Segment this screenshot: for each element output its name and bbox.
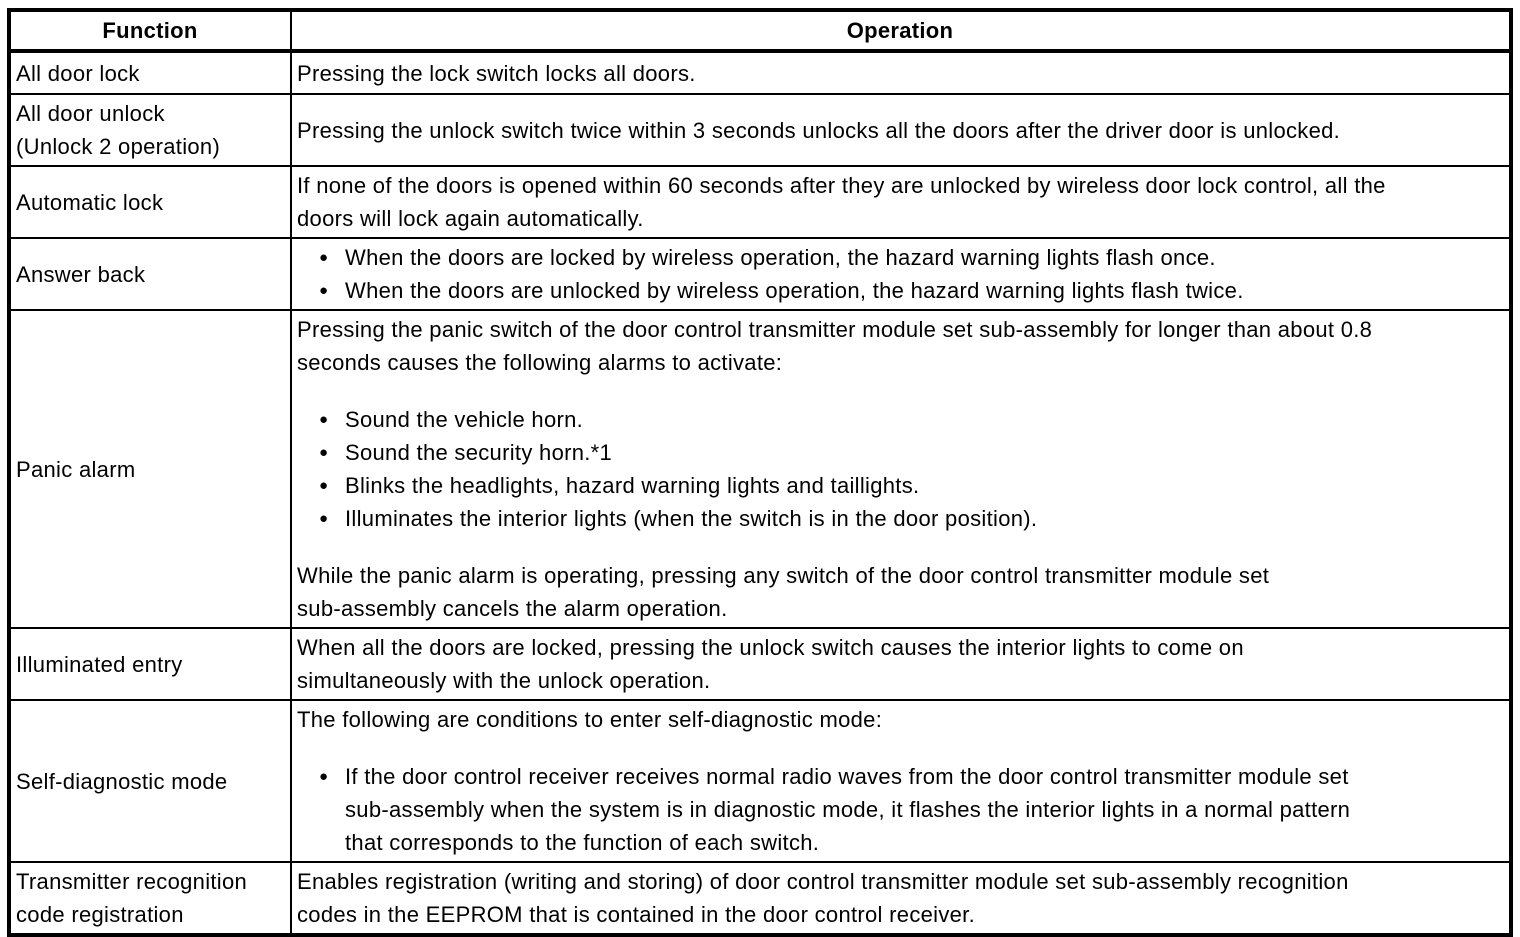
table-row: All door lock Pressing the lock switch lo… — [7, 50, 1513, 95]
text-line: Sound the vehicle horn. — [345, 407, 584, 432]
function-label: All door unlock — [16, 101, 165, 126]
function-cell: Transmitter recognition code registration — [7, 861, 292, 936]
table-row: Automatic lock If none of the doors is op… — [7, 165, 1513, 239]
function-label: Illuminated entry — [16, 651, 183, 677]
text-line: sub-assembly when the system is in diagn… — [345, 797, 1351, 822]
text-line: Illuminates the interior lights (when th… — [345, 506, 1038, 531]
function-label: Answer back — [16, 261, 146, 287]
function-cell: All door lock — [7, 50, 292, 95]
text-line: codes in the EEPROM that is contained in… — [297, 902, 976, 927]
text-line: When all the doors are locked, pressing … — [297, 635, 1244, 660]
bullet-item: ● Sound the vehicle horn. — [297, 403, 1503, 436]
function-cell: Self-diagnostic mode — [7, 699, 292, 863]
text-line: If the door control receiver receives no… — [345, 764, 1349, 789]
text-line: Pressing the panic switch of the door co… — [297, 317, 1373, 342]
text-line: sub-assembly cancels the alarm operation… — [297, 596, 728, 621]
function-cell: Illuminated entry — [7, 627, 292, 701]
function-cell: Automatic lock — [7, 165, 292, 239]
bullet-icon: ● — [319, 477, 329, 494]
bullet-icon: ● — [319, 411, 329, 428]
operation-cell: If none of the doors is opened within 60… — [290, 165, 1513, 239]
text-line: Sound the security horn.*1 — [345, 440, 613, 465]
bullet-list: ● Sound the vehicle horn. ● Sound the secur… — [297, 403, 1503, 535]
table-row: All door unlock (Unlock 2 operation) Press… — [7, 93, 1513, 167]
bullet-icon: ● — [319, 444, 329, 461]
bullet-icon: ● — [319, 249, 329, 266]
table-body: All door lock Pressing the lock switch lo… — [7, 50, 1513, 936]
function-cell: All door unlock (Unlock 2 operation) — [7, 93, 292, 167]
bullet-icon: ● — [319, 768, 329, 785]
bullet-item: ● When the doors are unlocked by wireless… — [297, 274, 1503, 307]
text-line: that corresponds to the function of each… — [345, 830, 820, 855]
function-label: (Unlock 2 operation) — [16, 134, 221, 159]
text-line: Pressing the unlock switch twice within … — [297, 117, 1341, 143]
bullet-item: ● Sound the security horn.*1 — [297, 436, 1503, 469]
text-line: simultaneously with the unlock operation… — [297, 668, 711, 693]
operation-cell: The following are conditions to enter se… — [290, 699, 1513, 863]
table-row: Transmitter recognition code registration… — [7, 861, 1513, 936]
bullet-item: ● Blinks the headlights, hazard warning l… — [297, 469, 1503, 502]
text-line: seconds causes the following alarms to a… — [297, 350, 783, 375]
table-row: Illuminated entry When all the doors are … — [7, 627, 1513, 701]
paragraph: Pressing the lock switch locks all doors… — [297, 57, 1503, 90]
paragraph: If none of the doors is opened within 60… — [297, 169, 1503, 235]
text-line: Blinks the headlights, hazard warning li… — [345, 473, 920, 498]
paragraph: Pressing the panic switch of the door co… — [297, 313, 1503, 379]
bullet-icon: ● — [319, 282, 329, 299]
bullet-list: ● If the door control receiver receives n… — [297, 760, 1503, 859]
function-cell: Panic alarm — [7, 309, 292, 629]
bullet-item: ● If the door control receiver receives n… — [297, 760, 1503, 859]
function-label: Panic alarm — [16, 456, 136, 482]
paragraph: The following are conditions to enter se… — [297, 703, 1503, 736]
bullet-icon: ● — [319, 510, 329, 527]
table-row: Self-diagnostic mode The following are co… — [7, 699, 1513, 863]
bullet-item: ● When the doors are locked by wireless o… — [297, 241, 1503, 274]
operation-column-header: Operation — [290, 9, 1513, 53]
function-cell: Answer back — [7, 237, 292, 311]
text-line: Enables registration (writing and storin… — [297, 869, 1349, 894]
text-line: When the doors are locked by wireless op… — [345, 245, 1216, 270]
function-label: Automatic lock — [16, 189, 164, 215]
table-row: Panic alarm Pressing the panic switch of … — [7, 309, 1513, 629]
paragraph: When all the doors are locked, pressing … — [297, 631, 1503, 697]
operation-cell: Pressing the panic switch of the door co… — [290, 309, 1513, 629]
paragraph: While the panic alarm is operating, pres… — [297, 559, 1503, 625]
function-label: All door lock — [16, 60, 140, 86]
paragraph: Pressing the unlock switch twice within … — [297, 114, 1503, 147]
paragraph: Enables registration (writing and storin… — [297, 865, 1503, 931]
text-line: While the panic alarm is operating, pres… — [297, 563, 1270, 588]
operation-cell: Pressing the lock switch locks all doors… — [290, 50, 1513, 95]
header-row: Function Operation — [7, 9, 1513, 53]
text-line: Pressing the lock switch locks all doors… — [297, 60, 696, 86]
bullet-list: ● When the doors are locked by wireless o… — [297, 241, 1503, 307]
operation-cell: Pressing the unlock switch twice within … — [290, 93, 1513, 167]
text-line: The following are conditions to enter se… — [297, 707, 883, 732]
function-label: code registration — [16, 902, 184, 927]
text-line: When the doors are unlocked by wireless … — [345, 278, 1244, 303]
text-line: If none of the doors is opened within 60… — [297, 173, 1386, 198]
function-label: Transmitter recognition — [16, 869, 248, 894]
operation-cell: ● When the doors are locked by wireless o… — [290, 237, 1513, 311]
text-line: doors will lock again automatically. — [297, 206, 644, 231]
function-column-header: Function — [7, 9, 292, 53]
function-label: Self-diagnostic mode — [16, 768, 228, 794]
table-row: Answer back ● When the doors are locked by… — [7, 237, 1513, 311]
operation-cell: Enables registration (writing and storin… — [290, 861, 1513, 936]
operation-cell: When all the doors are locked, pressing … — [290, 627, 1513, 701]
bullet-item: ● Illuminates the interior lights (when t… — [297, 502, 1503, 535]
